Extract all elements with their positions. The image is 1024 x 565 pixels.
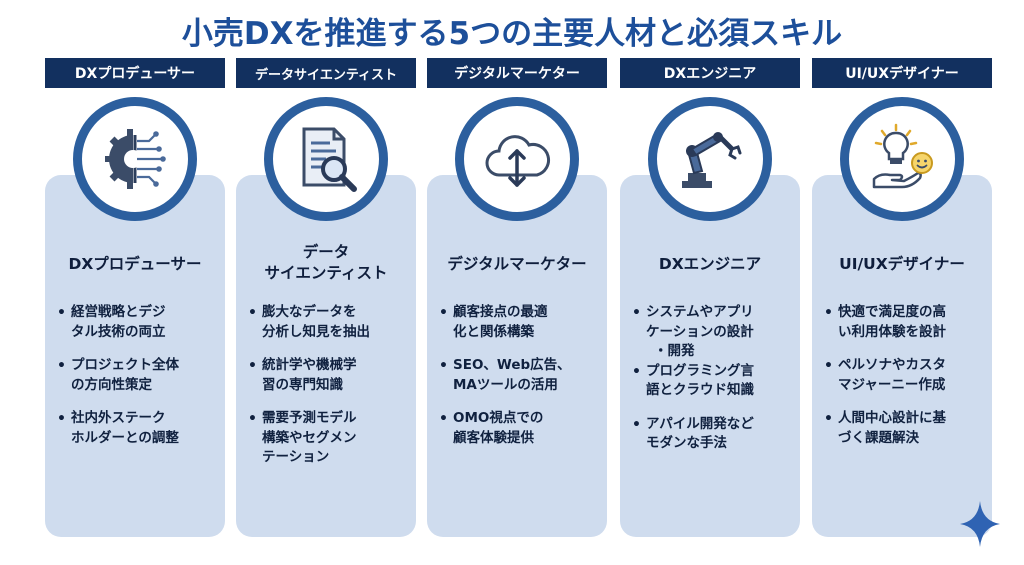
icon-ring xyxy=(264,97,388,221)
icon-ring xyxy=(648,97,772,221)
column-header: DXエンジニア xyxy=(620,58,800,88)
icon-ring xyxy=(455,97,579,221)
card-title: UI/UXデザイナー xyxy=(839,255,965,273)
column-header: データサイエンティスト xyxy=(236,58,416,88)
column-header: DXプロデューサー xyxy=(45,58,225,88)
column-header: デジタルマーケター xyxy=(427,58,607,88)
card-title: デジタルマーケター xyxy=(447,255,587,273)
icon-ring xyxy=(73,97,197,221)
page-title: 小売DXを推進する5つの主要人材と必須スキル xyxy=(181,16,843,52)
icon-ring xyxy=(840,97,964,221)
gear-circuit-icon xyxy=(105,129,166,189)
robot-arm-icon xyxy=(682,132,742,188)
card-title: DXプロデューサー xyxy=(68,255,202,273)
list-item: SEO、Web広告、MAツールの活用 xyxy=(439,356,607,395)
column-header: UI/UXデザイナー xyxy=(812,58,992,88)
document-magnifier-icon xyxy=(302,127,357,192)
card-title: データ サイエンティスト xyxy=(264,243,388,282)
cloud-sync-icon xyxy=(485,135,550,187)
column-data-scientist: データサイエンティスト データ サイエンティスト 膨大なデータを分析し知見を抽出… xyxy=(236,58,416,538)
lightbulb-hand-icon xyxy=(872,123,933,189)
column-dx-producer: DXプロデューサー xyxy=(45,58,225,538)
sparkle-icon xyxy=(960,501,1000,547)
card-title: DXエンジニア xyxy=(658,255,762,273)
